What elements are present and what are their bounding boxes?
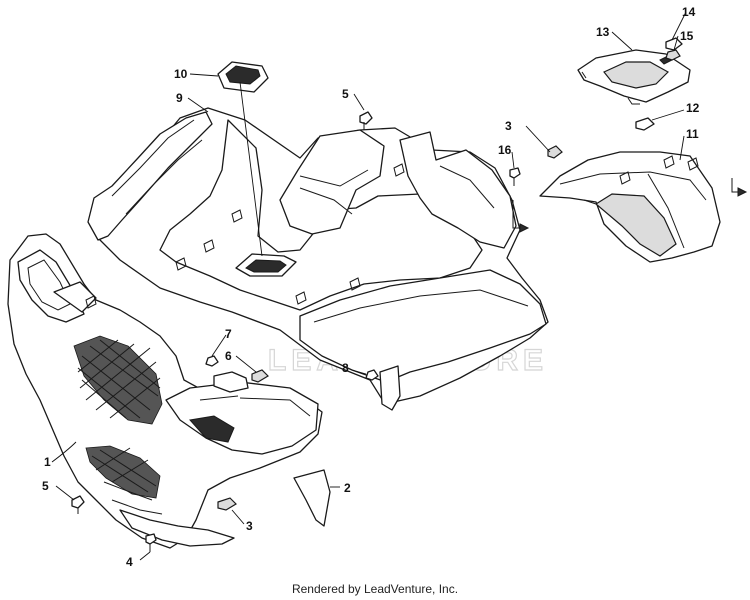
callout-12: 12: [686, 101, 700, 115]
deflector-part-2: [293, 469, 331, 527]
callout-7: 7: [225, 327, 232, 341]
callout-16: 16: [498, 143, 512, 157]
callout-13: 13: [596, 25, 610, 39]
access-cover-part-10: [217, 61, 269, 93]
front-body-panel: [87, 107, 549, 411]
callouts: 1 2 3 3 4 5 5 6 7 8 9 10 11 12 13 14 15 …: [42, 5, 700, 569]
callout-3-bottom: 3: [246, 519, 253, 533]
callout-3-right: 3: [505, 119, 512, 133]
callout-5-top: 5: [342, 87, 349, 101]
rear-inner-panel: [539, 151, 721, 263]
lower-grille-mesh: [85, 445, 161, 499]
callout-11: 11: [686, 127, 699, 141]
section-arrows: [512, 178, 748, 233]
front-bumper-assembly: [7, 233, 323, 549]
footer-credit: Rendered by LeadVenture, Inc.: [291, 582, 459, 596]
callout-6: 6: [225, 349, 232, 363]
callout-2: 2: [344, 481, 351, 495]
leader-lines: [51, 11, 687, 561]
fasteners: [71, 37, 683, 552]
callout-8: 8: [342, 361, 349, 375]
callout-9: 9: [176, 91, 183, 105]
callout-1: 1: [44, 455, 51, 469]
callout-5-bottom: 5: [42, 479, 49, 493]
callout-10: 10: [174, 67, 188, 81]
callout-14: 14: [682, 5, 696, 19]
rear-upper-cover: [577, 49, 691, 105]
callout-15: 15: [680, 29, 694, 43]
callout-4: 4: [126, 555, 133, 569]
